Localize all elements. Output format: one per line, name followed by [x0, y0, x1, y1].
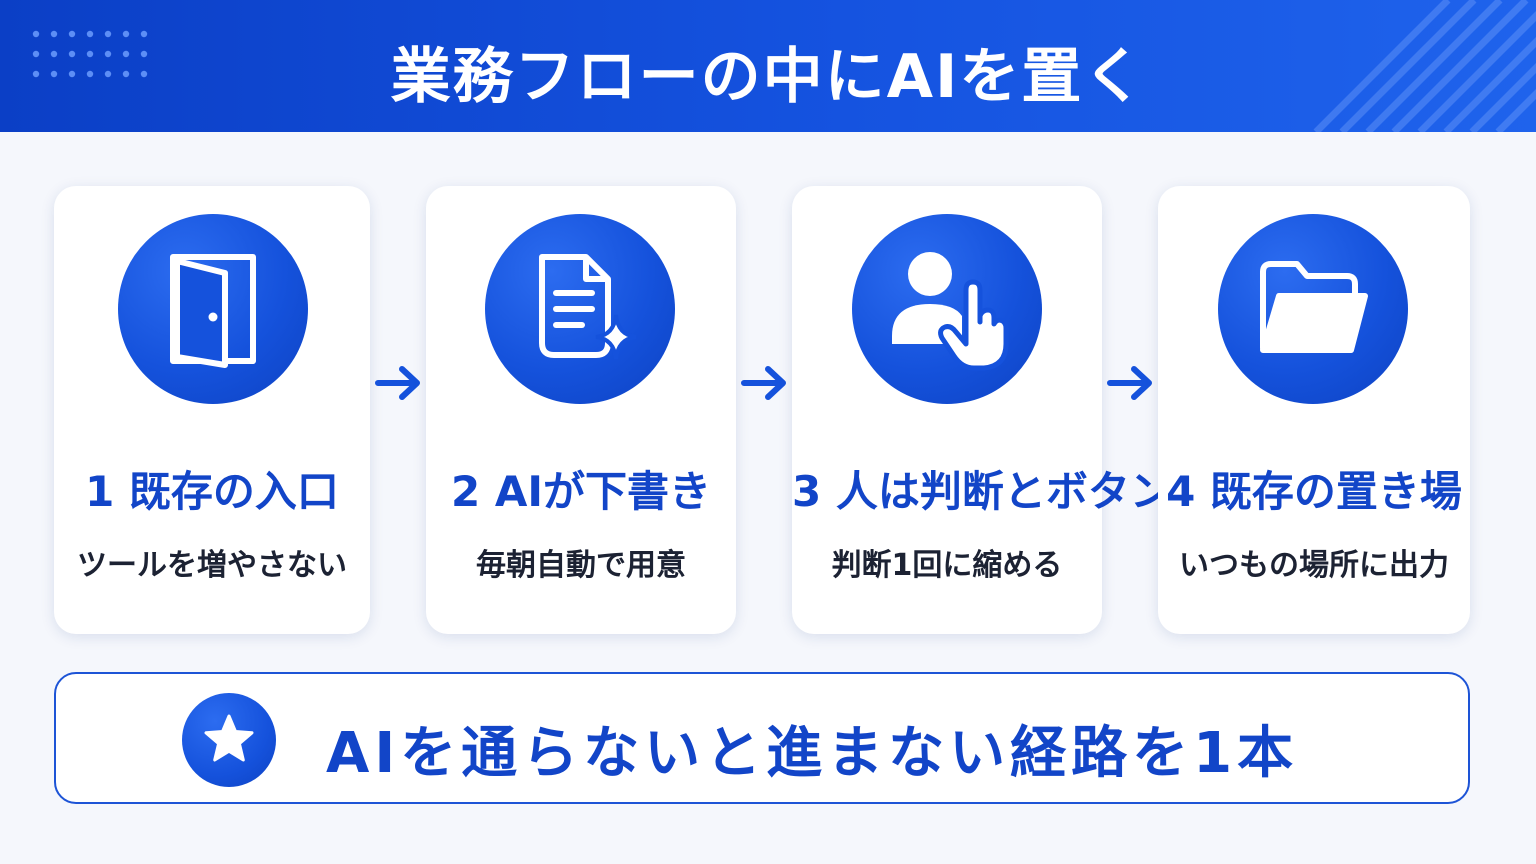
key-point-banner: AIを通らないと進まない経路を1本 [54, 672, 1470, 804]
step-1-title: 1 既存の入口 [85, 467, 339, 516]
person-tap-icon [892, 252, 1009, 371]
stripe-decoration [1313, 0, 1536, 132]
step-2-icon-circle [485, 214, 675, 404]
step-4-icon-circle [1218, 214, 1408, 404]
step-3-title: 3 人は判断とボタン [792, 467, 1172, 516]
step-4-description: いつもの場所に出力 [1179, 548, 1449, 583]
folder-icon [1260, 261, 1368, 353]
step-card-2: 2 AIが下書き 毎朝自動で用意 [426, 186, 736, 634]
step-4-title: 4 既存の置き場 [1166, 467, 1462, 516]
step-card-1: 1 既存の入口 ツールを増やさない [54, 186, 370, 634]
dot-pattern-decoration [32, 30, 148, 78]
step-3-icon-circle [852, 214, 1042, 404]
step-2-description: 毎朝自動で用意 [476, 548, 686, 583]
arrow-right-icon [375, 366, 420, 400]
banner-icon-circle [182, 693, 276, 787]
banner-text: AIを通らないと進まない経路を1本 [326, 721, 1299, 786]
arrow-right-icon [741, 366, 786, 400]
page-title: 業務フローの中にAIを置く [390, 42, 1146, 112]
star-icon [204, 714, 254, 762]
step-card-4: 4 既存の置き場 いつもの場所に出力 [1158, 186, 1470, 634]
step-3-description: 判断1回に縮める [831, 548, 1063, 583]
header-bar: 業務フローの中にAIを置く [0, 0, 1536, 132]
step-1-icon-circle [118, 214, 308, 404]
door-icon [170, 254, 256, 368]
step-1-description: ツールを増やさない [77, 548, 347, 583]
arrow-right-icon [1107, 366, 1152, 400]
document-sparkle-icon [539, 254, 637, 360]
step-2-title: 2 AIが下書き [451, 467, 711, 516]
step-card-3: 3 人は判断とボタン 判断1回に縮める [792, 186, 1172, 634]
